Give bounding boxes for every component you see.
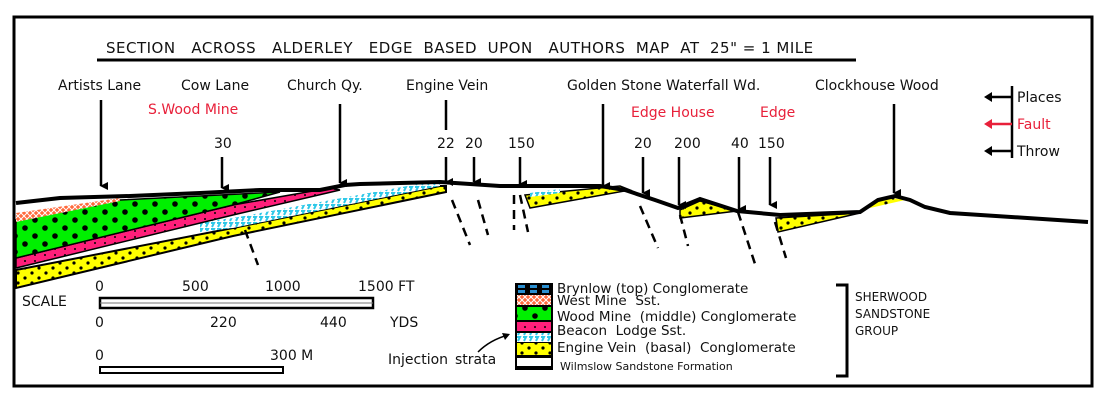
place-cow-lane: Cow Lane [181,78,249,94]
legend-swatch-engine-vein [517,343,551,355]
legend-label: Beacon Lodge Sst. [557,323,686,339]
place-church-qy: Church Qy. [287,78,363,94]
injection-label: Injection [388,352,448,368]
diagram-title: SECTION ACROSS ALDERLEY EDGE BASED UPON … [106,39,814,57]
key-places: Places [1017,90,1062,106]
legend-swatch-wilmslow [517,358,551,366]
basal-outcrop [868,197,905,208]
yds-unit: YDS [389,315,418,331]
scale-label: SCALE [22,294,67,310]
legend-swatch-wood-mine [517,307,551,320]
strata-section [15,179,1089,290]
legend-label: Wood Mine (middle) Conglomerate [557,309,796,325]
m-tick: 0 [95,348,104,364]
metre-scale-bar [99,366,284,374]
ft-tick: 1500 FT [358,279,415,295]
engine-vein-cyan-layer [200,180,440,232]
ft-tick: 500 [182,279,209,295]
fault-s-wood-mine: S.Wood Mine [148,102,238,118]
key-fault: Fault [1017,117,1051,133]
legend-label: Wilmslow Sandstone Formation [560,360,733,373]
place-golden-stone: Golden Stone Waterfall Wd. [567,78,760,94]
throw-label: 150 [758,136,785,152]
throw-label: 22 [437,136,455,152]
frame [12,15,1094,388]
legend-swatch-beacon-lodge [517,322,551,331]
yds-tick: 220 [210,315,237,331]
legend-swatch-engine-vein-cyan [517,333,551,342]
throw-label: 30 [214,136,232,152]
group-bracket [836,283,849,378]
location-arrows [99,100,901,213]
yds-tick: 0 [95,315,104,331]
legend-swatch-west-mine [517,295,551,305]
scale-bars: SCALE 0 500 1000 1500 FT 0 220 440 YDS 0… [22,279,418,374]
arrow-left-icon [984,92,992,102]
ft-tick: 1000 [265,279,301,295]
legend-swatch-brynlow [517,285,551,293]
throw-label: 40 [731,136,749,152]
injection-arrow-icon [477,334,509,353]
legend-label: Brynlow (top) Conglomerate [557,281,748,297]
arrow-key: Places Fault Throw [984,86,1062,160]
arrow-left-red-icon [984,119,992,129]
place-clockhouse-wood: Clockhouse Wood [815,78,939,94]
throw-label: 20 [634,136,652,152]
yds-tick: 440 [320,315,347,331]
fault-edge-house: Edge House [631,105,715,121]
m-tick: 300 M [270,348,313,364]
key-throw: Throw [1016,144,1060,160]
throw-label: 200 [674,136,701,152]
group-label: SANDSTONE [855,307,930,321]
arrow-left-icon [984,146,992,156]
ft-tick: 0 [95,279,104,295]
strata-label: strata [455,352,496,368]
group-label: GROUP [855,324,898,338]
west-mine-layer [16,198,120,222]
arrowhead-icon [502,333,510,340]
fault-lines [243,194,788,268]
cyan-outcrop [530,189,560,197]
strata-legend: Brynlow (top) Conglomerate West Mine Sst… [515,281,796,373]
throw-label: 150 [508,136,535,152]
legend-label: West Mine Sst. [557,293,661,309]
place-engine-vein: Engine Vein [406,78,488,94]
throw-label: 20 [465,136,483,152]
fault-edge: Edge [760,105,795,121]
group-label: SHERWOOD [855,290,927,304]
legend-label: Engine Vein (basal) Conglomerate [557,340,796,356]
place-artists-lane: Artists Lane [58,78,141,94]
